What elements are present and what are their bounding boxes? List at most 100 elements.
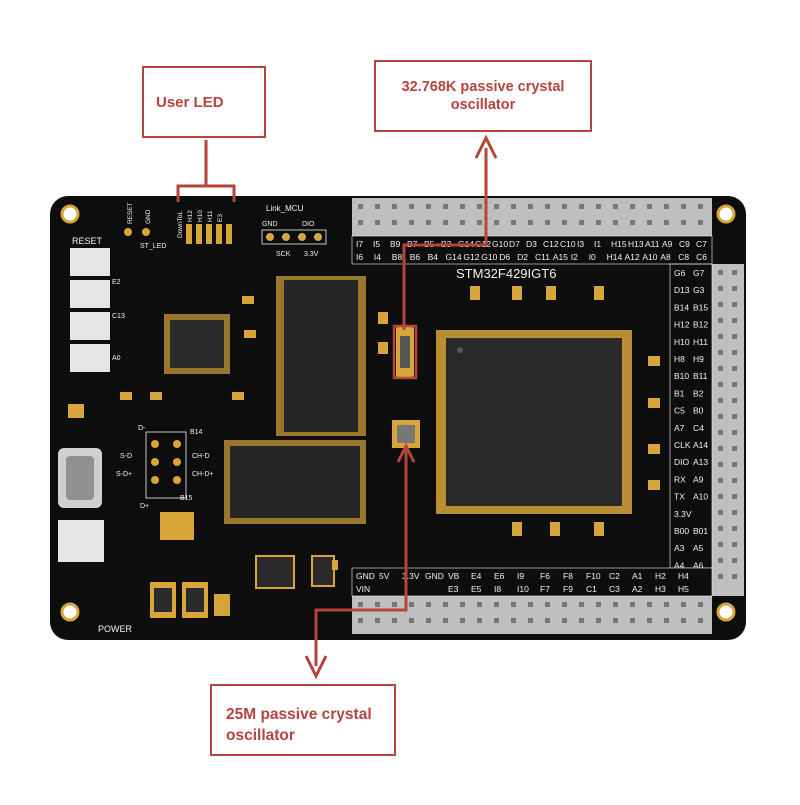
svg-text:D-: D- xyxy=(138,425,146,432)
header-pin xyxy=(664,204,669,209)
svg-text:S-D+: S-D+ xyxy=(116,471,132,478)
user-led-callout-text: User LED xyxy=(156,94,224,111)
svg-text:H10: H10 xyxy=(197,210,204,222)
pin-label: RX xyxy=(674,474,686,484)
header-pin xyxy=(698,618,703,623)
pin-label: VIN xyxy=(356,584,370,594)
pin-label: I3 xyxy=(577,239,584,249)
link-mcu-label: Link_MCU xyxy=(266,204,304,213)
pin-label: A11 xyxy=(645,239,660,249)
svg-text:S-D: S-D xyxy=(120,453,132,460)
swd-pins xyxy=(261,229,327,245)
header-pin xyxy=(630,220,635,225)
pin-label: H4 xyxy=(678,571,689,581)
pin-label: F9 xyxy=(563,584,573,594)
pin-label: H5 xyxy=(678,584,689,594)
pin-label: C2 xyxy=(609,571,620,581)
crystal-32k-callout: 32.768K passive crystal oscillator xyxy=(374,60,592,132)
pin-label: B1 xyxy=(674,388,685,398)
header-pin xyxy=(732,270,737,275)
pin-label: D13 xyxy=(674,285,690,295)
key-labels: E2 C13 A0 xyxy=(112,279,125,362)
pin-label: C10 xyxy=(560,239,576,249)
header-pin xyxy=(358,618,363,623)
pin-label: A7 xyxy=(674,423,685,433)
header-pin xyxy=(732,382,737,387)
reset-label: RESET xyxy=(72,236,103,246)
crystal-32k-highlight xyxy=(392,324,418,380)
header-pin xyxy=(681,204,686,209)
header-pin xyxy=(528,602,533,607)
header-pin xyxy=(596,618,601,623)
pin-label: 3.3V xyxy=(674,509,692,519)
crystal-25m-arrow-head xyxy=(304,655,328,680)
pin-label: 3.3V xyxy=(402,571,420,581)
pin-label: D2 xyxy=(517,252,528,262)
crystal-32k-arrow-head xyxy=(474,134,498,159)
svg-text:RESET: RESET xyxy=(127,202,134,224)
header-pin xyxy=(443,602,448,607)
pin-label: A5 xyxy=(693,543,704,553)
header-pin xyxy=(494,618,499,623)
header-pin xyxy=(664,618,669,623)
pin-label: I2 xyxy=(571,252,578,262)
header-pin xyxy=(681,220,686,225)
pin-label: G10 xyxy=(481,252,497,262)
header-pin xyxy=(664,220,669,225)
sdram-chip-1 xyxy=(276,276,366,436)
header-pin xyxy=(613,204,618,209)
pin-label: C11 xyxy=(535,252,550,262)
header-pin xyxy=(681,618,686,623)
header-pin xyxy=(718,430,723,435)
pin-label: I4 xyxy=(374,252,381,262)
pin-label: A15 xyxy=(553,252,568,262)
header-pin xyxy=(718,318,723,323)
header-pin xyxy=(698,602,703,607)
svg-text:B15: B15 xyxy=(180,495,193,502)
header-pin xyxy=(647,602,652,607)
pin-label: A10 xyxy=(693,492,708,502)
header-pin xyxy=(732,462,737,467)
header-pin xyxy=(358,204,363,209)
pin-label: F6 xyxy=(540,571,550,581)
header-pin xyxy=(732,318,737,323)
crystal-25m-callout-text: 25M passive crystal oscillator xyxy=(226,706,372,744)
link-mcu-chip xyxy=(164,314,230,374)
pin-label: H11 xyxy=(693,337,708,347)
pin-label: F10 xyxy=(586,571,601,581)
pin-label: I10 xyxy=(517,584,529,594)
header-pin xyxy=(613,602,618,607)
pin-label: A6 xyxy=(693,560,704,570)
pin-label: I7 xyxy=(356,239,363,249)
header-pin xyxy=(718,270,723,275)
svg-text:A0: A0 xyxy=(112,355,121,362)
svg-text:DIO: DIO xyxy=(302,221,315,228)
pin-label: F8 xyxy=(563,571,573,581)
pin-label: B01 xyxy=(693,526,708,536)
header-pin xyxy=(477,602,482,607)
header-pin xyxy=(358,602,363,607)
mcu-decoupling-caps xyxy=(470,286,660,536)
pin-label: I9 xyxy=(517,571,524,581)
pin-label: C4 xyxy=(693,423,704,433)
header-pin xyxy=(732,446,737,451)
pin-label: A1 xyxy=(632,571,643,581)
pin-label: A14 xyxy=(693,440,708,450)
pin-label: C1 xyxy=(586,584,597,594)
sdram-chip-2 xyxy=(224,440,366,524)
pin-label: H8 xyxy=(674,354,685,364)
header-pin xyxy=(528,220,533,225)
crystal-32k-callout-text: 32.768K passive crystal oscillator xyxy=(401,79,565,113)
crystal-32k-arrow-line xyxy=(402,148,488,330)
header-pin xyxy=(698,204,703,209)
header-pin xyxy=(528,618,533,623)
header-pin xyxy=(375,220,380,225)
header-pin xyxy=(477,220,482,225)
header-pin xyxy=(596,204,601,209)
user-led-callout: User LED xyxy=(142,66,266,138)
usb-c-opening xyxy=(66,456,94,500)
pin-label: C6 xyxy=(696,252,707,262)
header-pin xyxy=(732,286,737,291)
pin-label: G10 xyxy=(492,239,508,249)
